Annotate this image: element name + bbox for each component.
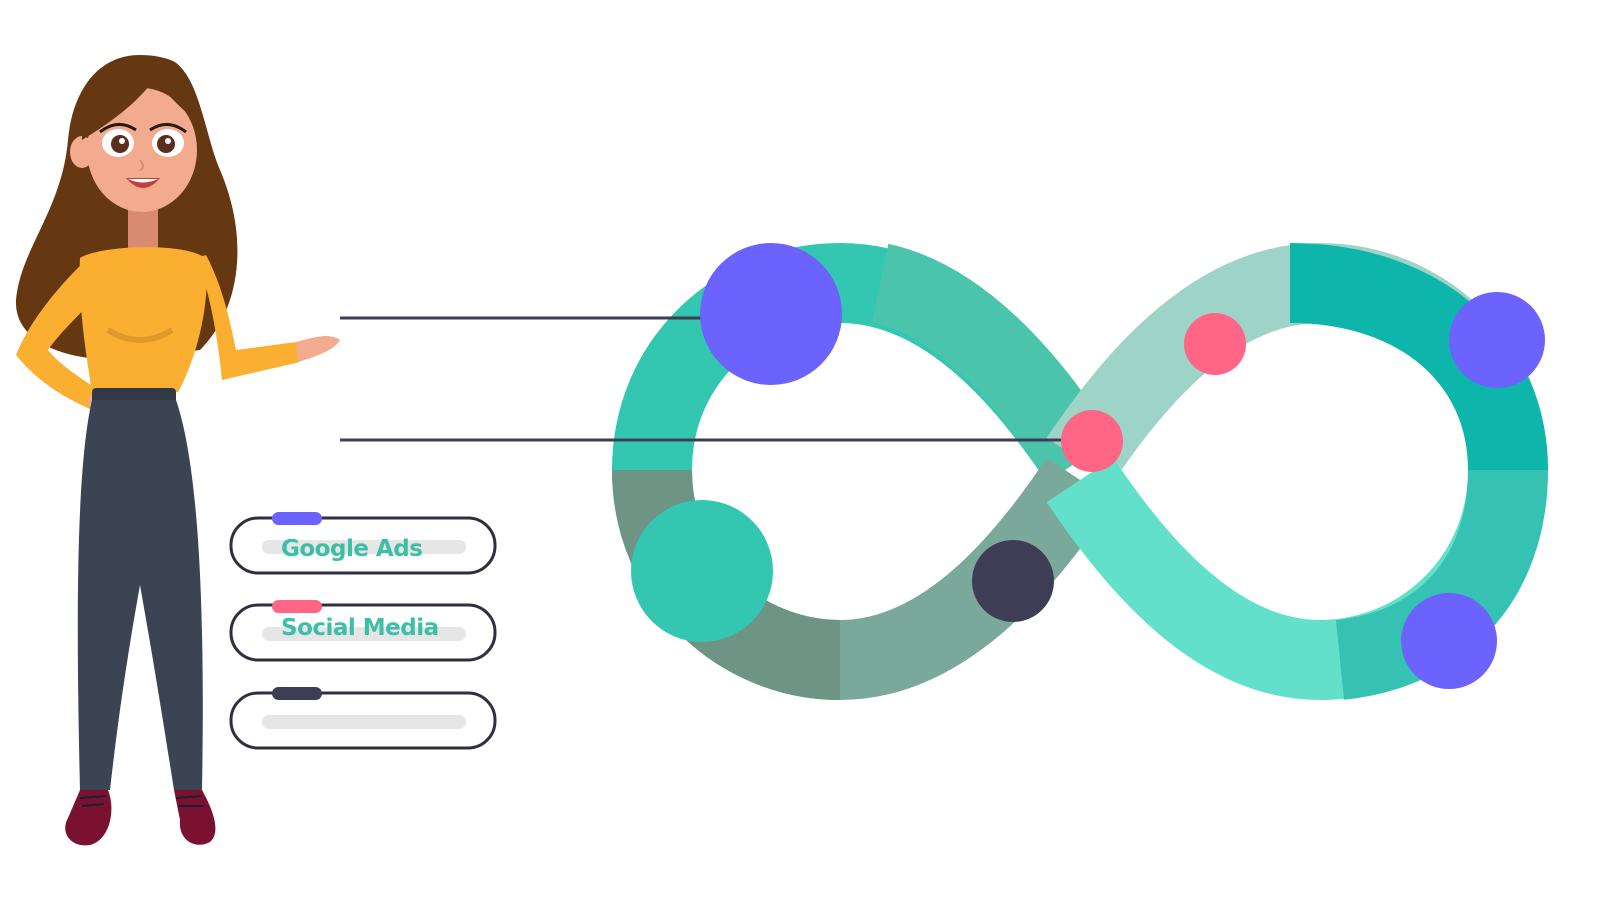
loop-markers (631, 243, 1545, 689)
label-pill-1[interactable]: Google Ads (229, 512, 497, 575)
ear (70, 136, 94, 168)
label-tag-3 (272, 687, 322, 700)
label-text-social-media: Social Media (281, 615, 439, 641)
shoe-right (174, 790, 216, 845)
face (87, 88, 197, 212)
trousers (77, 400, 203, 790)
marker-teal-large[interactable] (631, 500, 773, 642)
marker-purple-large[interactable] (700, 243, 842, 385)
label-list: Google Ads Social Media (229, 512, 497, 750)
presenter-woman-illustration (15, 55, 340, 846)
label-pill-2[interactable]: Social Media (229, 600, 497, 662)
marker-purple-right-bottom[interactable] (1401, 593, 1497, 689)
label-text-google-ads: Google Ads (281, 536, 422, 562)
arm-right (196, 255, 300, 380)
marker-pink-center[interactable] (1061, 410, 1123, 472)
marker-pink-top[interactable] (1184, 313, 1246, 375)
nose (139, 159, 144, 171)
marker-navy[interactable] (972, 540, 1054, 622)
neck (128, 205, 158, 250)
hand-right (296, 336, 340, 362)
label-bar-2 (262, 627, 466, 641)
hair-bangs (81, 61, 205, 140)
eyes (99, 123, 187, 157)
loop-right-top-dark (1289, 243, 1548, 472)
sweater (79, 247, 207, 392)
label-bar-1 (262, 540, 466, 554)
arm-left (16, 262, 102, 410)
label-pill-3[interactable] (229, 687, 497, 750)
label-bar-3 (262, 715, 466, 729)
label-tag-1 (272, 512, 322, 525)
marker-purple-right-top[interactable] (1449, 292, 1545, 388)
label-tag-2 (272, 600, 322, 613)
